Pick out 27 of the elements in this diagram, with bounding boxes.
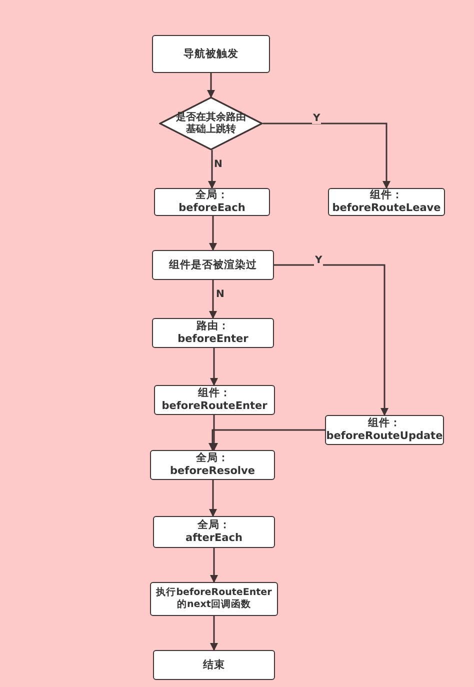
process-box: 组件： beforeRouteLeave	[328, 188, 445, 216]
process-box: 执行beforeRouteEnter的next回调函数	[150, 582, 278, 616]
arrow	[263, 122, 390, 189]
process-box: 路由： beforeEnter	[152, 318, 274, 348]
process-box: 组件： beforeRouteEnter	[154, 385, 275, 415]
arrow	[210, 548, 218, 583]
process-box: 全局： afterEach	[153, 516, 275, 548]
edge-label: N	[215, 289, 226, 300]
edge-label: Y	[314, 255, 324, 266]
process-box: 组件是否被渲染过	[152, 250, 274, 280]
arrow	[209, 216, 217, 251]
arrow	[208, 150, 216, 189]
decision-diamond: 是否在其余路由基础上跳转	[159, 97, 263, 150]
process-box: 结束	[153, 650, 275, 680]
arrow	[209, 480, 217, 517]
arrow	[208, 429, 325, 451]
process-box: 全局： beforeEach	[154, 188, 270, 216]
arrow	[209, 280, 217, 319]
arrow	[210, 616, 218, 651]
edge-label: Y	[312, 113, 322, 124]
arrow	[274, 264, 388, 416]
edge-label: N	[213, 159, 224, 170]
arrow	[210, 348, 218, 386]
arrow	[207, 73, 215, 98]
process-box: 全局： beforeResolve	[150, 450, 275, 480]
process-box: 组件： beforeRouteUpdate	[325, 415, 444, 445]
process-box: 导航被触发	[152, 35, 270, 73]
